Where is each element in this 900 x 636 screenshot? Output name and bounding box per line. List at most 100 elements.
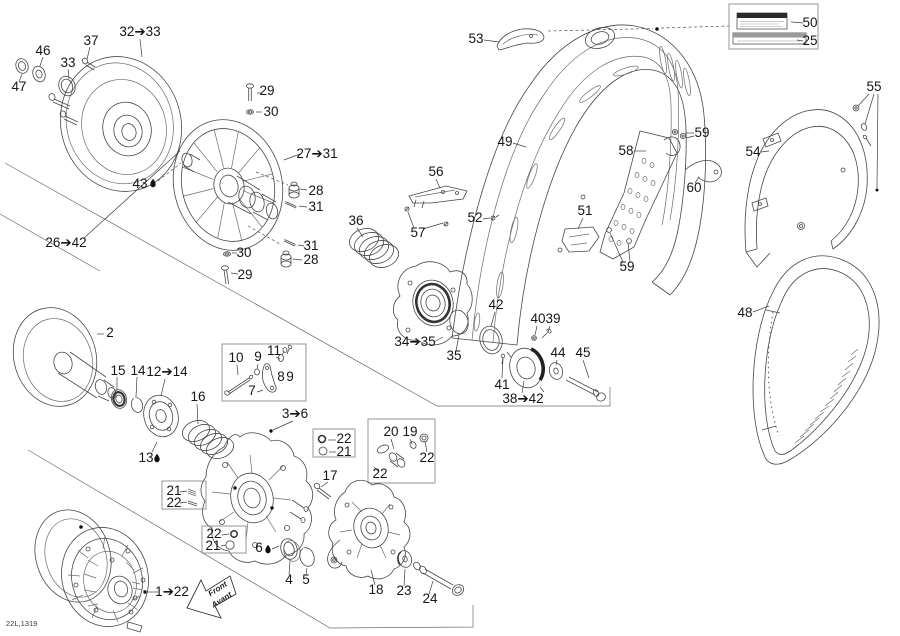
callout-54: 54 [745,144,761,159]
callout-8: 8 [277,369,285,384]
callout-7: 7 [248,383,256,398]
callout-15: 15 [110,363,125,378]
callout-23: 23 [396,583,411,598]
movable-half-drawing [327,479,465,596]
callout-41: 41 [494,377,509,392]
belt-ribs [794,348,859,444]
drive-belt-drawing [752,255,880,465]
callout-48: 48 [737,305,752,320]
callout-20: 20 [383,424,398,439]
callout-18: 18 [368,582,383,597]
callout-28-upper: 28 [308,183,323,198]
callout-31-upper: 31 [308,199,323,214]
callout-22-boxB-right: 22 [419,450,434,465]
plate-51 [561,226,600,253]
callout-28-lower: 28 [303,252,318,267]
callout-5: 5 [302,572,310,587]
oring-boxes-drawing [161,418,436,554]
callout-21-boxC: 21 [166,483,181,498]
callout-26-42: 26➔42 [45,235,86,250]
bushing-ring-drawing [280,538,315,567]
callout-33: 33 [60,55,75,70]
belt-guard-frame-drawing [451,24,707,346]
sheave-hardware-drawing [15,57,96,126]
cam-housing-drawing [392,261,606,402]
callout-44: 44 [550,345,566,360]
callout-51: 51 [577,203,592,218]
callout-29-top: 29 [259,83,274,98]
callout-47: 47 [11,79,26,94]
oil-drop-icon [150,178,156,188]
leader-dot [655,27,659,31]
callout-50: 50 [802,15,817,30]
callout-30-top: 30 [263,104,278,119]
support-bracket-drawing [404,185,500,227]
primary-clutch-drawing [34,509,149,633]
callout-22-boxD: 22 [206,526,221,541]
guide-lines [0,25,730,629]
callout-58: 58 [618,143,633,158]
callout-55: 55 [866,79,881,94]
callout-11: 11 [267,343,281,358]
callout-21-boxD: 21 [205,538,220,553]
callout-9b: 9 [286,369,294,384]
callout-31-lower: 31 [303,238,318,253]
callout-6: 6 [255,540,263,555]
driven-pulley-drawing [172,119,284,251]
callout-42: 42 [488,297,503,312]
callout-10: 10 [228,350,243,365]
spokes [182,129,274,241]
callout-3-6: 3➔6 [282,406,308,421]
callout-1-22: 1➔22 [155,584,189,599]
callout-4: 4 [285,572,293,587]
callout-13: 13 [138,450,153,465]
callout-40: 40 [530,311,545,326]
callout-43: 43 [132,176,147,191]
callout-22-boxA: 22 [336,431,351,446]
callout-37: 37 [83,33,98,48]
oil-drop-icons [150,178,271,554]
callout-22-boxC: 22 [166,495,181,510]
callout-57: 57 [410,225,425,240]
leader-lines [18,21,879,595]
callout-52: 52 [467,210,482,225]
callout-25: 25 [802,33,817,48]
callout-60: 60 [686,180,701,195]
callout-2: 2 [106,325,114,340]
callout-56: 56 [428,164,443,179]
callout-29-left: 29 [237,267,252,282]
oil-drop-icon [154,453,160,463]
callout-12-14: 12➔14 [146,364,188,379]
callout-labels: 32➔33 37 46 33 47 29 30 27➔31 28 31 36 3… [11,15,881,606]
callout-38-42: 38➔42 [502,391,543,406]
callout-32-33: 32➔33 [119,24,160,39]
figure-code: 22L,1319 [6,619,37,628]
guard-cover-drawing [744,104,879,268]
callout-24: 24 [422,591,438,606]
pulley-fasteners-drawing [221,83,300,285]
callout-45: 45 [575,345,590,360]
callout-21-boxA: 21 [336,444,351,459]
callout-30-left: 30 [236,245,251,260]
callout-53: 53 [468,31,483,46]
callout-39: 39 [545,311,560,326]
spring-36-drawing [349,228,399,268]
decal-box-drawing [728,3,819,50]
sliding-sheave-drawing [59,56,183,192]
front-direction-arrow: Front Avant [186,575,237,619]
bracket-53 [496,28,545,51]
callout-17: 17 [322,468,337,483]
hook-60 [684,160,722,183]
oil-drop-icon [265,544,271,554]
mount-bracket-drawing [561,128,722,260]
callout-14: 14 [130,363,146,378]
callout-49: 49 [497,134,512,149]
callout-35: 35 [446,348,461,363]
callout-59-top: 59 [694,125,709,140]
lever-inset-drawing [221,343,307,402]
callout-22-boxB-left: 22 [372,466,387,481]
callout-59-bottom: 59 [619,259,634,274]
callout-27-31: 27➔31 [296,146,337,161]
